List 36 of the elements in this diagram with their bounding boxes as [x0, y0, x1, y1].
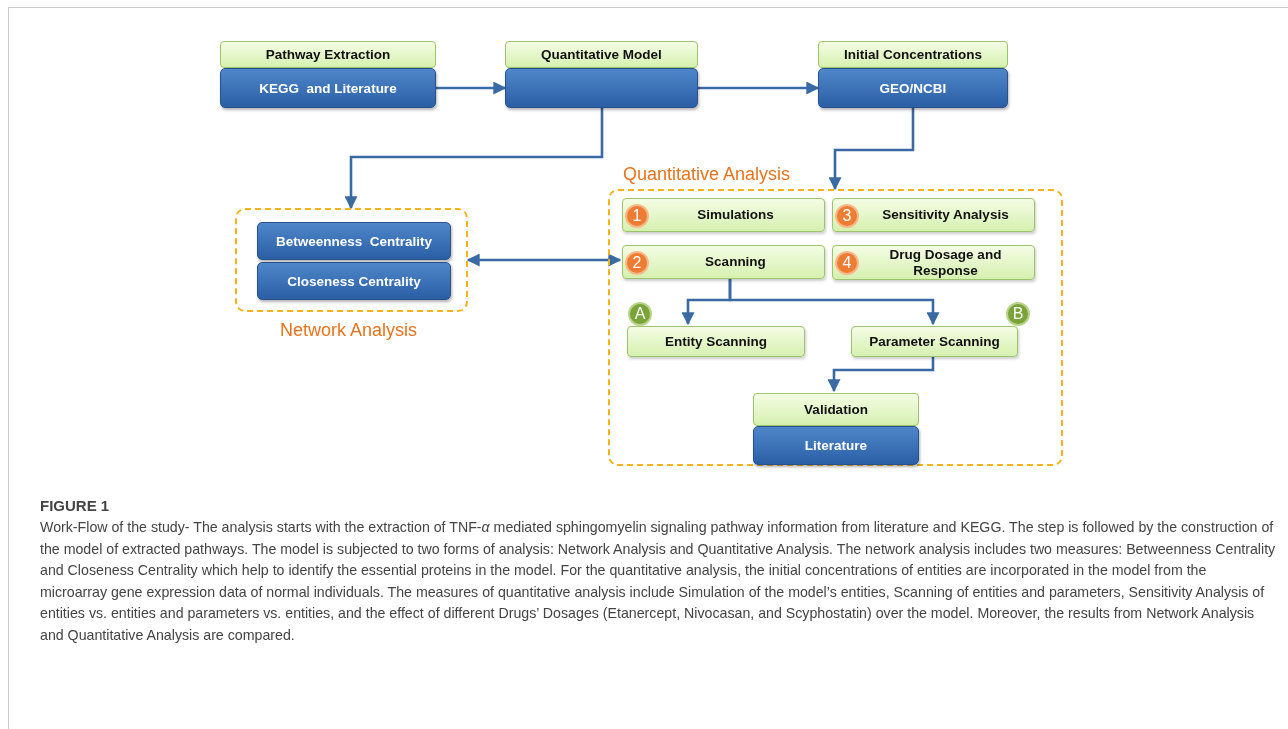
analysis-step-box	[832, 198, 1035, 232]
measure-box: Betweenness Centrality	[257, 222, 451, 260]
step-badge: A	[628, 302, 652, 326]
arrow	[698, 81, 820, 95]
step-label: Drug Dosage and Response	[888, 247, 1003, 278]
analysis-step-box	[832, 245, 1035, 280]
stage-label: Quantitative Model	[505, 41, 698, 68]
source-box: Literature	[753, 426, 919, 465]
arrow	[728, 277, 940, 326]
group-title: Network Analysis	[280, 320, 418, 341]
source-box: KEGG and Literature	[220, 68, 436, 108]
arrow	[827, 355, 935, 393]
step-badge: 3	[835, 204, 859, 228]
figure-caption: Work-Flow of the study- The analysis starts with the extraction of TNF-α mediated sphingomyelin signaling pathway information from literature and KEGG. The step is followed by the construction of the model of extracted pathways. The model is subjected to two forms of analysis: Network Analysis and Quantitative Analysis. The network analysis includes two measures: Betweenness Centrality and Closeness Centrality which help to identify the essential proteins in the model. For the quantitative analysis, the initial concentrations of entities are incorporated in the model from the microarray gene expression data of normal individuals. The measures of quantitative analysis include Simulation of the model’s entities, Scanning of entities and parameters, Sensitivity Analysis of entities vs. entities and parameters vs. entities, and the effect of different Drugs’ Dosages (Etanercept, Nivocasan, and Scyphostatin) over the model. Moreover, the results from Network Analysis and Quantitative Analysis are compared.	[40, 518, 1276, 645]
figure-label: FIGURE 1	[40, 497, 110, 514]
arrow	[828, 108, 915, 191]
step-badge: 2	[625, 251, 649, 275]
arrow	[344, 108, 604, 210]
step-badge: 1	[625, 204, 649, 228]
stage-label: Initial Concentrations	[818, 41, 1008, 68]
arrow	[436, 81, 507, 95]
step-label: Simulations	[697, 207, 774, 223]
source-box: GEO/NCBI	[818, 68, 1008, 108]
step-badge: 4	[835, 251, 859, 275]
measure-box: Closeness Centrality	[257, 262, 451, 300]
step-badge: B	[1006, 302, 1030, 326]
step-label: Parameter Scanning	[869, 333, 1000, 350]
stage-label: Pathway Extraction	[220, 41, 436, 68]
stage-label: Validation	[753, 393, 919, 426]
step-label: Entity Scanning	[665, 333, 767, 350]
group-title: Quantitative Analysis	[623, 164, 791, 185]
arrow	[466, 253, 622, 267]
analysis-step-box	[622, 245, 825, 279]
step-label: Sensitivity Analysis	[882, 207, 1009, 223]
analysis-step-box	[622, 198, 825, 232]
step-label: Scanning	[705, 254, 766, 270]
